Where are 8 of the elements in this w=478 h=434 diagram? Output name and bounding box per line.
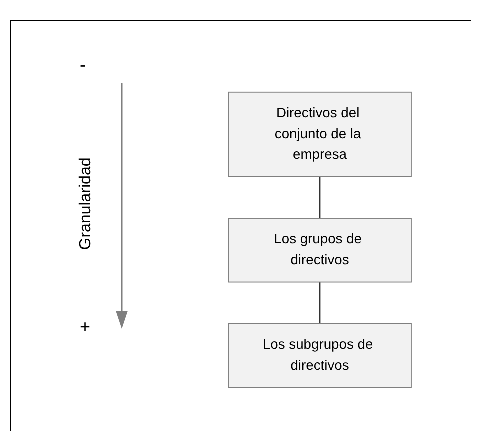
node-box: Los grupos de directivos (228, 218, 412, 283)
node-box: Los subgrupos de directivos (228, 323, 412, 388)
connector (319, 176, 321, 219)
axis-label: Granularidad (77, 158, 96, 250)
direction-sign: - (80, 55, 86, 76)
direction-sign: + (80, 317, 91, 338)
node-box: Directivos del conjunto de la empresa (228, 92, 412, 178)
connector (319, 282, 321, 324)
